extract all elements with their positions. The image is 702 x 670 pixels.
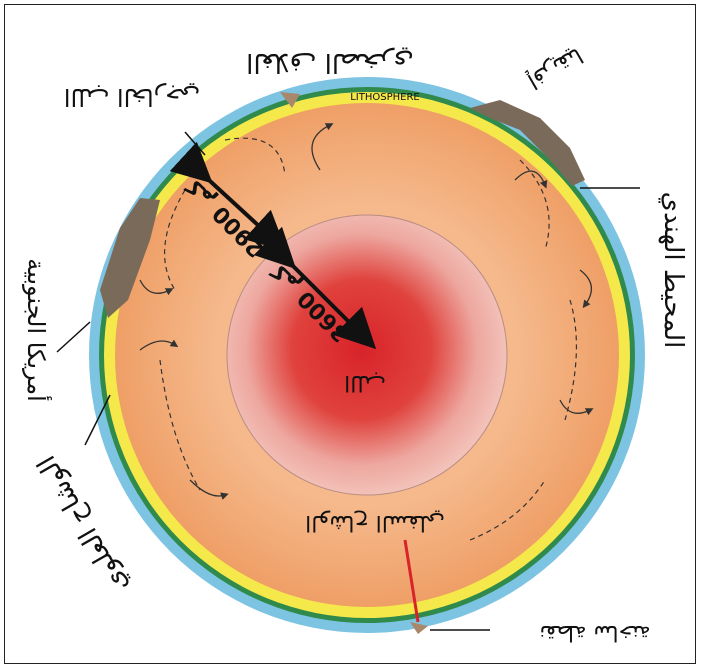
leader-lines: [56, 131, 640, 631]
label-lithosphere-small: LITHOSPHERE: [350, 92, 420, 103]
label-lithosphere: الغلاف الصخري: [246, 47, 414, 77]
continent-africa: [470, 100, 585, 186]
convection-arrows: [139, 123, 594, 500]
hotspot-volcano: [410, 622, 428, 634]
label-bottom-mantle: الوشاح السفلي: [305, 510, 445, 535]
label-outer-core: اللب الخارجي: [64, 83, 200, 111]
depth-arrow-2900: [169, 141, 287, 252]
label-hotspot: نقطة ساخنة: [539, 620, 650, 645]
label-africa: إفريقيا: [523, 42, 587, 93]
label-south-america: أمريكا الجنوبية: [22, 258, 52, 402]
depth-arrow-3600: [253, 226, 377, 350]
core: [226, 214, 508, 496]
continent-south-america: [100, 198, 160, 318]
ridge-top: [280, 92, 300, 108]
label-indian-ocean: المحيط الهندي: [658, 192, 688, 349]
figure-frame: [4, 4, 696, 664]
label-inner-core: اللب: [344, 370, 386, 395]
hotspot-plume: [403, 539, 420, 623]
